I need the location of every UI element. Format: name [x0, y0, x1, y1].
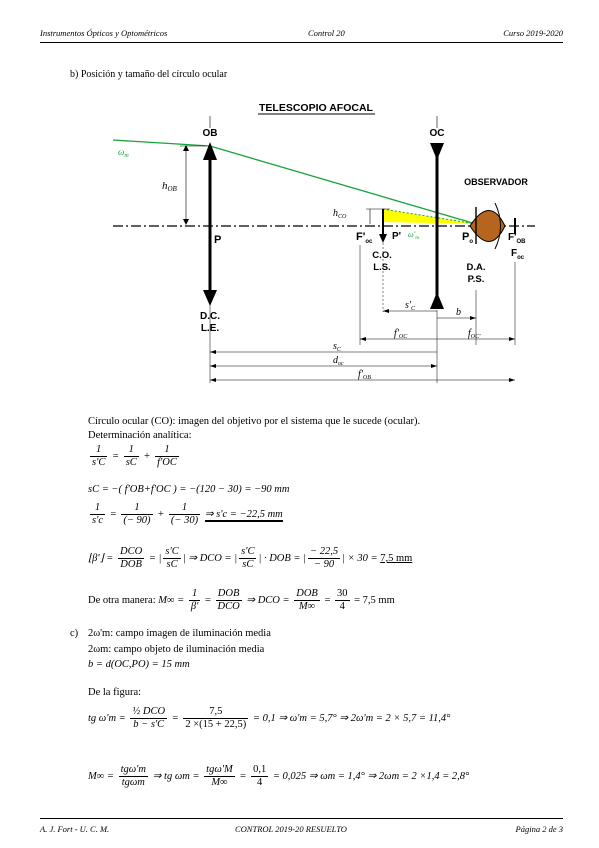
- p-label: P: [214, 234, 221, 246]
- h-co-label: hCO: [333, 208, 347, 220]
- section-b-title: b) Posición y tamaño del círculo ocular: [70, 69, 228, 80]
- observer-label: OBSERVADOR: [464, 177, 528, 187]
- s-c-label: sC: [333, 341, 342, 353]
- diagram-title: TELESCOPIO AFOCAL: [259, 102, 374, 114]
- header-right: Curso 2019-2020: [503, 28, 563, 38]
- h-ob-label: hOB: [162, 180, 178, 193]
- f-oc-right-label: Foc: [511, 248, 525, 261]
- omega-pm-label: ω'm: [408, 230, 419, 241]
- field-cone: [383, 209, 476, 224]
- equation-2: sC = −( f'OB+f'OC ) = −(120 − 30) = −90 …: [88, 484, 290, 495]
- ls-label: L.S.: [373, 262, 390, 273]
- f-oc-left-label: F'oc: [356, 231, 373, 245]
- section-c-line-2: 2ωm: campo objeto de iluminación media: [88, 644, 265, 655]
- f-ob-label: F'OB: [508, 232, 526, 245]
- analytic-label: Determinación analítica:: [88, 430, 192, 441]
- d-oc-label: doc: [333, 355, 344, 367]
- section-c-label: c): [70, 628, 79, 639]
- co-label: C.O.: [372, 250, 392, 261]
- footer-center: CONTROL 2019-20 RESUELTO: [235, 824, 347, 834]
- oc-label: OC: [430, 128, 445, 139]
- b-label: b: [456, 307, 461, 318]
- ps-label: P.S.: [468, 274, 485, 285]
- f-oc-dim-right-label: fOC': [468, 328, 481, 340]
- eye-icon: [469, 202, 506, 250]
- de-la-figura-label: De la figura:: [88, 687, 142, 698]
- footer-left: A. J. Fort - U. C. M.: [40, 824, 110, 834]
- header-rule: [40, 42, 563, 43]
- ob-label: OB: [203, 128, 218, 139]
- refracted-ray: [209, 145, 477, 225]
- da-label: D.A.: [467, 262, 486, 273]
- afocal-telescope-diagram: TELESCOPIO AFOCAL OB OC hOB ωm hCO P F'o…: [112, 102, 535, 383]
- co-definition: Círculo ocular (CO): imagen del objetivo…: [88, 416, 421, 427]
- section-c-line-1: 2ω'm: campo imagen de iluminación media: [88, 628, 271, 639]
- header-center: Control 20: [308, 28, 345, 38]
- p-prime-label: P': [392, 231, 401, 242]
- omega-m-label: ωm: [118, 147, 129, 159]
- footer-right: Página 2 de 3: [515, 824, 563, 834]
- s-c-prime-label: s'C: [405, 300, 416, 312]
- incident-ray: [112, 139, 211, 147]
- section-c-line-3: b = d(OC,PO) = 15 mm: [88, 659, 190, 670]
- footer-rule: [40, 818, 563, 819]
- header-left: Instrumentos Ópticos y Optométricos: [40, 28, 168, 38]
- f-oc-dim-left-label: f'OC: [394, 328, 408, 340]
- p-o-label: Po: [462, 231, 473, 245]
- f-ob-dim-label: f'OB: [358, 369, 371, 381]
